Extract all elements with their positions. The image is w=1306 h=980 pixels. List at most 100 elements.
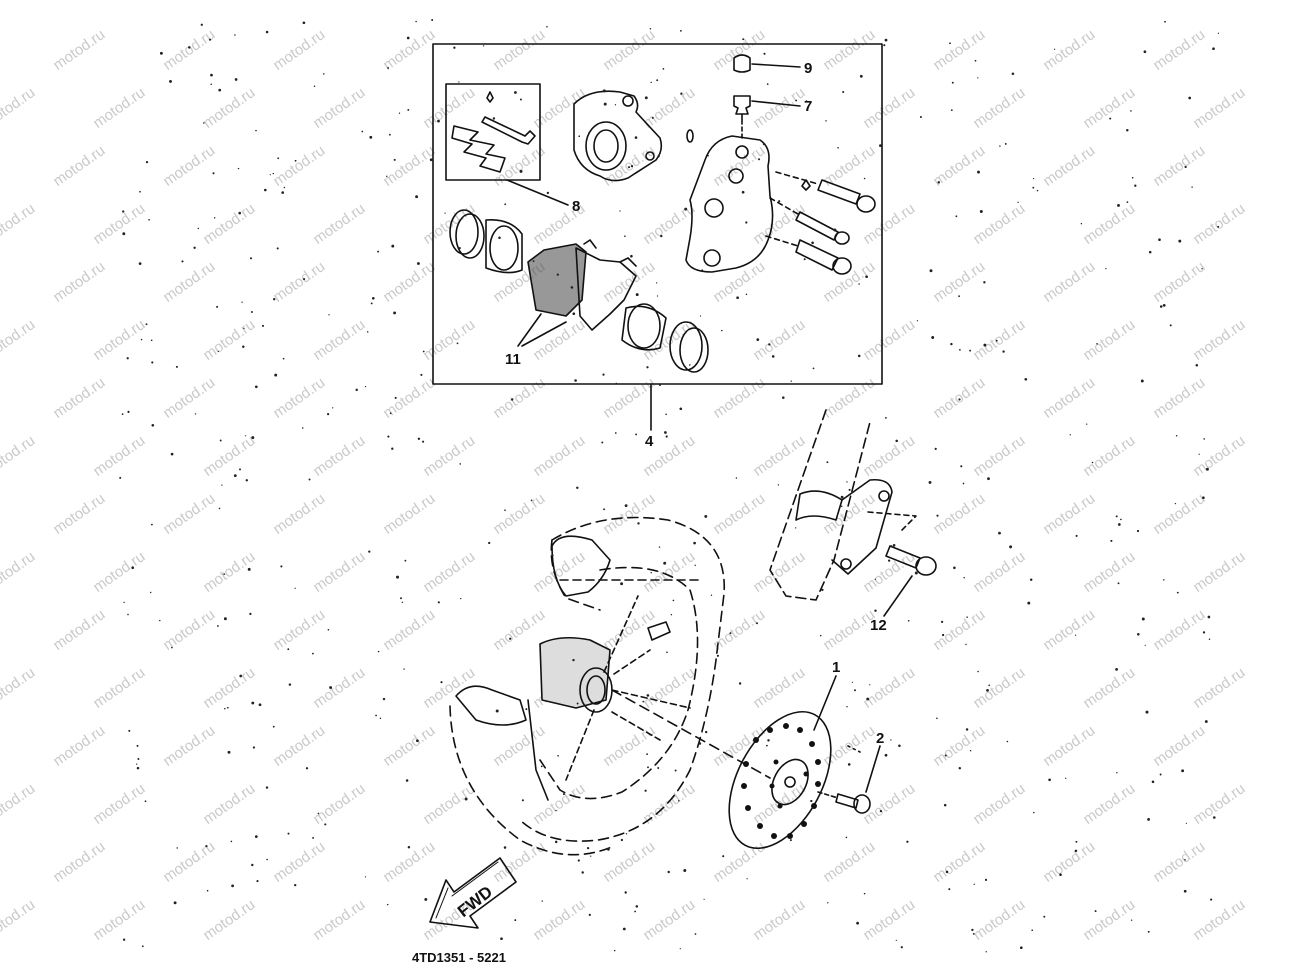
noise-dot — [966, 616, 968, 618]
noise-dot — [398, 112, 401, 114]
noise-dot — [694, 564, 696, 567]
noise-dot — [219, 439, 222, 442]
noise-dot — [603, 102, 607, 106]
noise-dot — [1175, 434, 1178, 437]
noise-dot — [1207, 615, 1211, 619]
fwd-arrow — [429, 857, 517, 929]
noise-dot — [242, 345, 245, 348]
noise-dot — [223, 617, 227, 621]
noise-dot — [1137, 633, 1140, 636]
noise-dot — [1094, 910, 1097, 913]
noise-dot — [519, 98, 522, 101]
noise-dot — [511, 398, 514, 401]
noise-dot — [866, 697, 870, 701]
noise-dot — [1144, 644, 1146, 646]
noise-dot — [1195, 363, 1199, 367]
noise-dot — [987, 477, 990, 481]
noise-dot — [986, 689, 989, 692]
noise-dot — [459, 463, 462, 465]
noise-dot — [258, 703, 262, 707]
noise-dot — [577, 859, 580, 862]
noise-dot — [437, 119, 440, 123]
noise-dot — [977, 77, 979, 79]
noise-dot — [889, 545, 893, 548]
noise-dot — [736, 296, 739, 300]
noise-dot — [254, 385, 258, 389]
brake-pad-rear — [575, 247, 637, 331]
noise-dot — [953, 566, 956, 570]
noise-dot — [361, 130, 364, 133]
noise-dot — [221, 484, 223, 486]
noise-dot — [895, 439, 898, 443]
noise-dot — [916, 320, 919, 322]
leader-line-8 — [506, 179, 569, 206]
noise-dot — [660, 234, 663, 238]
noise-dot — [574, 379, 577, 382]
noise-dot — [646, 753, 649, 756]
noise-dot — [431, 18, 434, 22]
noise-dot — [746, 878, 748, 880]
noise-dot — [1004, 142, 1007, 145]
noise-dot — [1126, 128, 1129, 132]
noise-dot — [603, 508, 606, 511]
leader-line-12 — [883, 575, 913, 617]
noise-dot — [532, 260, 535, 263]
noise-dot — [977, 670, 979, 673]
noise-dot — [422, 440, 425, 443]
noise-dot — [244, 435, 247, 437]
noise-dot — [503, 846, 507, 849]
seal-ring-outer-left — [449, 209, 479, 255]
noise-dot — [263, 188, 267, 192]
noise-dot — [239, 674, 243, 678]
noise-dot — [586, 846, 590, 850]
leader-line-11a — [517, 313, 542, 347]
noise-dot — [249, 257, 253, 260]
noise-dot — [825, 120, 827, 122]
noise-dot — [169, 79, 172, 83]
noise-dot — [900, 946, 903, 949]
noise-dot — [379, 717, 382, 720]
noise-dot — [1065, 777, 1067, 779]
noise-dot — [1131, 176, 1134, 179]
noise-dot — [963, 576, 965, 579]
noise-dot — [738, 682, 742, 685]
noise-dot — [665, 413, 667, 416]
noise-dot — [288, 683, 292, 686]
noise-dot — [265, 30, 269, 34]
noise-dot — [393, 311, 397, 315]
noise-dot — [1053, 48, 1056, 50]
noise-dot — [620, 838, 624, 842]
noise-dot — [213, 217, 216, 219]
noise-dot — [255, 129, 257, 132]
noise-dot — [1184, 165, 1187, 169]
noise-dot — [227, 750, 231, 754]
noise-dot — [391, 244, 395, 248]
noise-dot — [741, 190, 745, 194]
noise-dot — [1141, 617, 1145, 621]
noise-dot — [672, 599, 675, 602]
noise-dot — [250, 311, 253, 313]
noise-dot — [205, 844, 208, 848]
noise-dot — [136, 744, 139, 747]
noise-dot — [863, 892, 866, 895]
noise-dot — [303, 278, 306, 281]
noise-dot — [175, 365, 178, 368]
noise-dot — [429, 158, 433, 162]
noise-dot — [171, 646, 173, 649]
noise-dot — [217, 350, 219, 353]
noise-dot — [283, 186, 286, 189]
noise-dot — [1174, 502, 1177, 505]
noise-dot — [958, 766, 962, 770]
noise-dot — [865, 275, 868, 279]
noise-dot — [766, 83, 769, 85]
noise-dot — [1202, 631, 1206, 634]
caliper-body — [685, 135, 774, 273]
noise-dot — [176, 847, 178, 849]
noise-dot — [766, 744, 768, 747]
noise-dot — [391, 447, 394, 450]
noise-dot — [657, 767, 660, 769]
noise-dot — [615, 382, 617, 384]
noise-dot — [745, 293, 748, 296]
noise-dot — [977, 170, 980, 174]
